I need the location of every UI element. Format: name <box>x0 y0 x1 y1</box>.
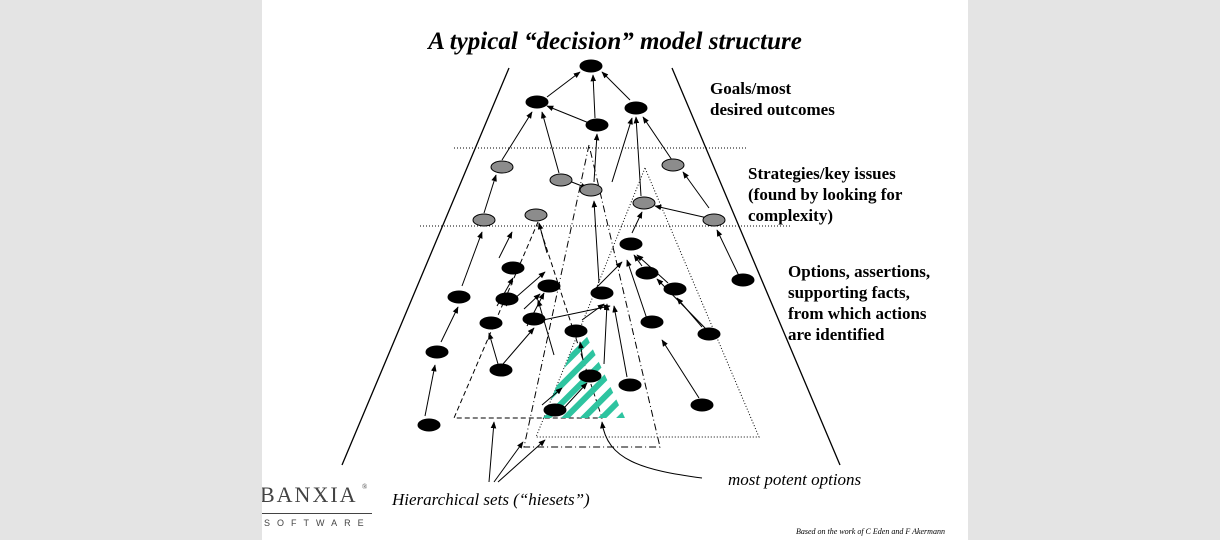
goal-nodes <box>525 59 648 132</box>
hiesets-annotation: Hierarchical sets (“hiesets”) <box>392 490 590 509</box>
logo-registered-mark: ® <box>362 483 368 491</box>
funnel-right-edge <box>671 67 841 466</box>
decision-model-diagram <box>341 59 841 483</box>
options-label: Options, assertions, supporting facts, f… <box>788 262 931 344</box>
attribution-credit: Based on the work of C Eden and F Akerma… <box>796 527 945 536</box>
hieset-pointer-lines <box>488 421 546 483</box>
option-nodes <box>417 237 755 432</box>
funnel-left-edge <box>341 67 510 466</box>
slide-title: A typical “decision” model structure <box>428 28 802 55</box>
slide: A typical “decision” model structure Goa… <box>262 0 968 540</box>
potent-pointer-line <box>600 421 703 479</box>
goals-label: Goals/most desired outcomes <box>710 79 835 119</box>
logo-wordmark: BANXIA <box>262 482 358 507</box>
potent-options-annotation: most potent options <box>728 470 862 489</box>
logo-subtext: SOFTWARE <box>264 518 371 528</box>
strategy-nodes <box>472 158 726 227</box>
logo-rule <box>262 513 372 514</box>
hieset-boundary-2 <box>523 144 661 448</box>
strategies-label: Strategies/key issues (found by looking … <box>748 164 903 225</box>
causal-arrows <box>424 71 741 417</box>
